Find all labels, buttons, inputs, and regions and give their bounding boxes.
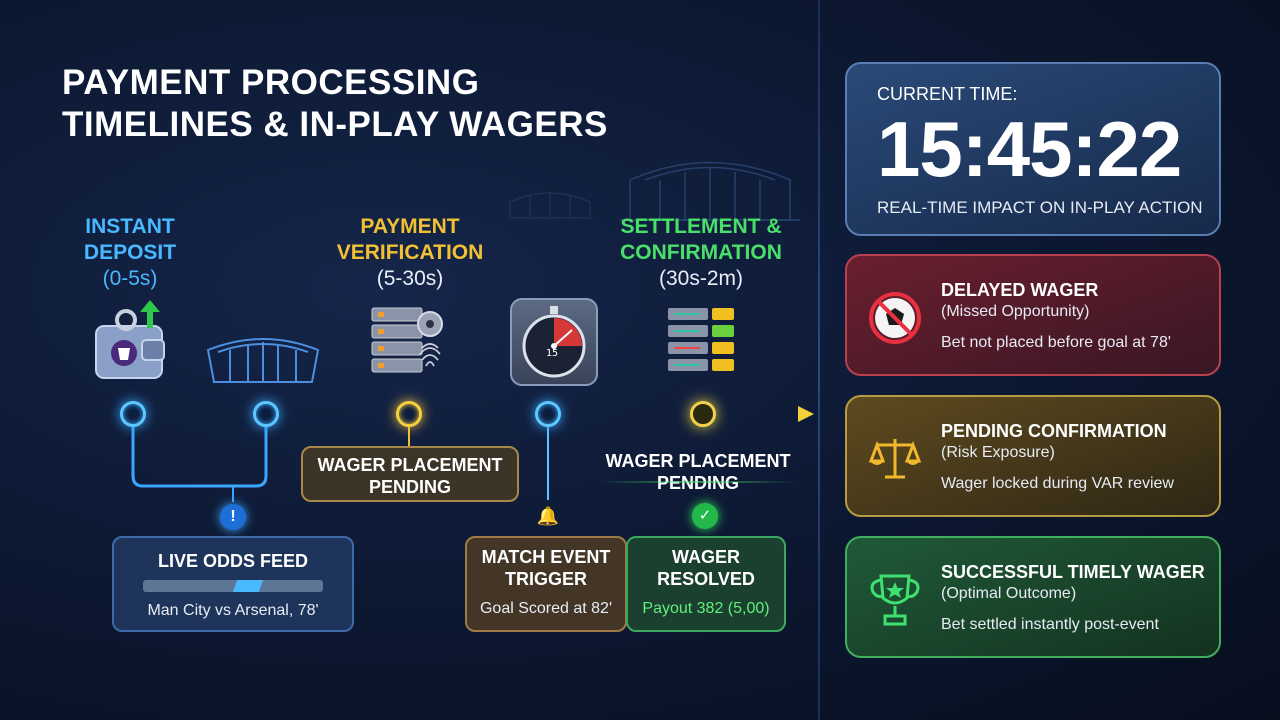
timeline-node-2 bbox=[253, 401, 279, 427]
server-verification-icon bbox=[371, 307, 443, 373]
timeline-node-4 bbox=[535, 401, 561, 427]
wager-resolved-card: WAGER RESOLVED Payout 382 (5,00) bbox=[626, 536, 786, 632]
outcome-delayed-wager: DELAYED WAGER (Missed Opportunity) Bet n… bbox=[845, 254, 1221, 376]
bell-icon: 🔔 bbox=[536, 506, 560, 526]
pending-label: PENDING bbox=[656, 473, 739, 493]
trophy-icon bbox=[870, 574, 920, 626]
outcome-subtitle: (Risk Exposure) bbox=[941, 444, 1055, 461]
card-title: LIVE ODDS FEED bbox=[157, 551, 309, 571]
outcome-pending-confirmation: PENDING CONFIRMATION (Risk Exposure) Wag… bbox=[845, 395, 1221, 517]
odds-bar-fill bbox=[232, 580, 264, 592]
card-subtitle: Man City vs Arsenal, 78' bbox=[147, 602, 319, 619]
outcome-subtitle: (Missed Opportunity) bbox=[941, 303, 1090, 320]
pending-label: PENDING bbox=[368, 477, 451, 497]
stopwatch-icon: 15 bbox=[510, 298, 598, 386]
outcome-desc: Wager locked during VAR review bbox=[941, 475, 1174, 492]
stage-range: (0-5s) bbox=[102, 267, 158, 290]
stage-name: SETTLEMENT & bbox=[620, 215, 782, 238]
wager-pending-box-2: WAGER PLACEMENT PENDING bbox=[600, 450, 796, 494]
panel-divider bbox=[818, 0, 820, 720]
pending-label: WAGER PLACEMENT bbox=[317, 455, 503, 475]
card-subtitle: Goal Scored at 82' bbox=[479, 600, 613, 617]
outcome-title: DELAYED WAGER bbox=[941, 280, 1099, 300]
timeline-track bbox=[50, 406, 814, 502]
card-title: MATCH EVENT bbox=[481, 547, 611, 567]
pending-underline bbox=[600, 481, 796, 483]
title-line-1: PAYMENT PROCESSING bbox=[62, 63, 480, 102]
outcome-subtitle: (Optimal Outcome) bbox=[941, 585, 1077, 602]
stage-range: (30s-2m) bbox=[658, 267, 743, 290]
scales-icon bbox=[868, 439, 922, 479]
stadium-icon bbox=[206, 338, 320, 383]
stopwatch-face bbox=[522, 306, 586, 378]
card-subtitle: Payout 382 (5,00) bbox=[642, 600, 770, 617]
odds-bar bbox=[143, 580, 323, 592]
stage-instant-deposit: INSTANT DEPOSIT (0-5s) bbox=[60, 214, 200, 292]
outcome-successful-wager: SUCCESSFUL TIMELY WAGER (Optimal Outcome… bbox=[845, 536, 1221, 658]
stage-payment-verification: PAYMENT VERIFICATION (5-30s) bbox=[320, 214, 500, 292]
timeline-node-warning bbox=[396, 401, 422, 427]
outcome-desc: Bet not placed before goal at 78' bbox=[941, 334, 1171, 351]
card-title: WAGER bbox=[671, 547, 740, 567]
timeline-node-5 bbox=[690, 401, 716, 427]
stadium-background bbox=[620, 161, 800, 221]
pending-label: WAGER PLACEMENT bbox=[605, 451, 791, 471]
outcome-title: PENDING CONFIRMATION bbox=[941, 421, 1167, 441]
card-title: TRIGGER bbox=[504, 569, 587, 589]
stopwatch-readout: 15 bbox=[546, 348, 559, 359]
wallet-deposit-icon bbox=[95, 300, 165, 379]
outcome-title: SUCCESSFUL TIMELY WAGER bbox=[941, 562, 1205, 582]
check-icon: ✓ bbox=[692, 503, 718, 529]
stage-range: (5-30s) bbox=[376, 267, 444, 290]
title-line-2: TIMELINES & IN-PLAY WAGERS bbox=[62, 105, 608, 144]
no-ball-icon bbox=[869, 292, 921, 344]
current-time-panel: CURRENT TIME: 15:45:22 REAL-TIME IMPACT … bbox=[845, 62, 1221, 236]
page-title: PAYMENT PROCESSING TIMELINES & IN-PLAY W… bbox=[62, 62, 702, 146]
stage-name: DEPOSIT bbox=[83, 241, 177, 264]
settlement-list-icon bbox=[668, 308, 734, 371]
clock-label: CURRENT TIME: bbox=[877, 84, 1018, 104]
clock-time: 15:45:22 bbox=[877, 105, 1182, 193]
stage-name: INSTANT bbox=[85, 215, 175, 238]
stage-name: CONFIRMATION bbox=[620, 241, 782, 264]
stage-name: PAYMENT bbox=[360, 215, 460, 238]
card-title: RESOLVED bbox=[657, 569, 755, 589]
stage-settlement: SETTLEMENT & CONFIRMATION (30s-2m) bbox=[606, 214, 796, 292]
match-event-card: MATCH EVENT TRIGGER Goal Scored at 82' bbox=[465, 536, 627, 632]
timeline-node-1 bbox=[120, 401, 146, 427]
stadium-background-small bbox=[509, 192, 591, 219]
wager-pending-box-1: WAGER PLACEMENT PENDING bbox=[301, 446, 519, 502]
alert-icon: ! bbox=[220, 504, 246, 530]
stage-name: VERIFICATION bbox=[336, 241, 484, 264]
outcome-desc: Bet settled instantly post-event bbox=[941, 616, 1159, 633]
clock-caption: REAL-TIME IMPACT ON IN-PLAY ACTION bbox=[877, 198, 1203, 217]
live-odds-card: LIVE ODDS FEED Man City vs Arsenal, 78' bbox=[112, 536, 354, 632]
